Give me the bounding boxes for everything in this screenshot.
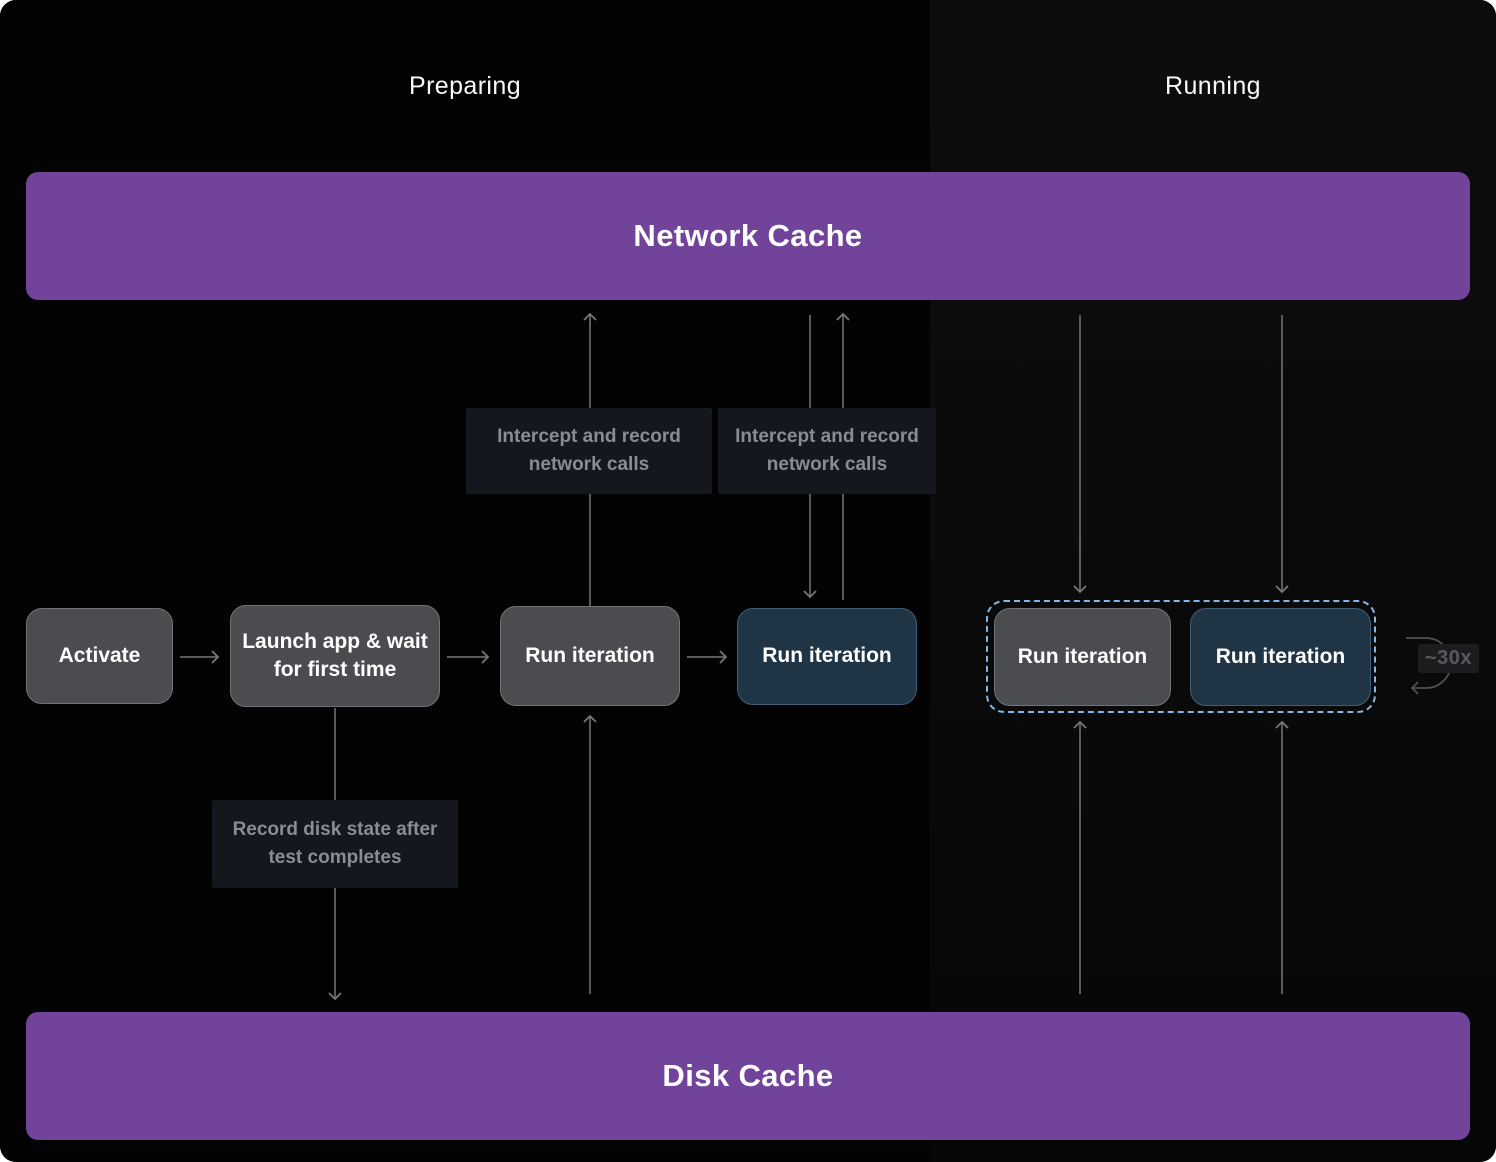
disk-cache-bar: Disk Cache — [26, 1012, 1470, 1140]
run-iteration-running-cold-node: Run iteration — [994, 608, 1171, 706]
annotation-record-disk-state: Record disk state after test completes — [212, 800, 458, 888]
run-iteration-running-warm-node: Run iteration — [1190, 608, 1371, 706]
launch-app-node: Launch app & wait for first time — [230, 605, 440, 707]
preparing-heading: Preparing — [409, 72, 521, 100]
running-heading: Running — [1165, 72, 1261, 100]
running-loop-group — [986, 600, 1376, 713]
run-iteration-preparing-replay-node: Run iteration — [737, 608, 917, 705]
annotation-intercept-network-calls-1: Intercept and record network calls — [466, 408, 712, 494]
activate-node: Activate — [26, 608, 173, 704]
network-cache-bar: Network Cache — [26, 172, 1470, 300]
run-iteration-preparing-record-node: Run iteration — [500, 606, 680, 706]
loop-count-badge: ~30x — [1418, 644, 1480, 673]
annotation-intercept-network-calls-2: Intercept and record network calls — [718, 408, 936, 494]
